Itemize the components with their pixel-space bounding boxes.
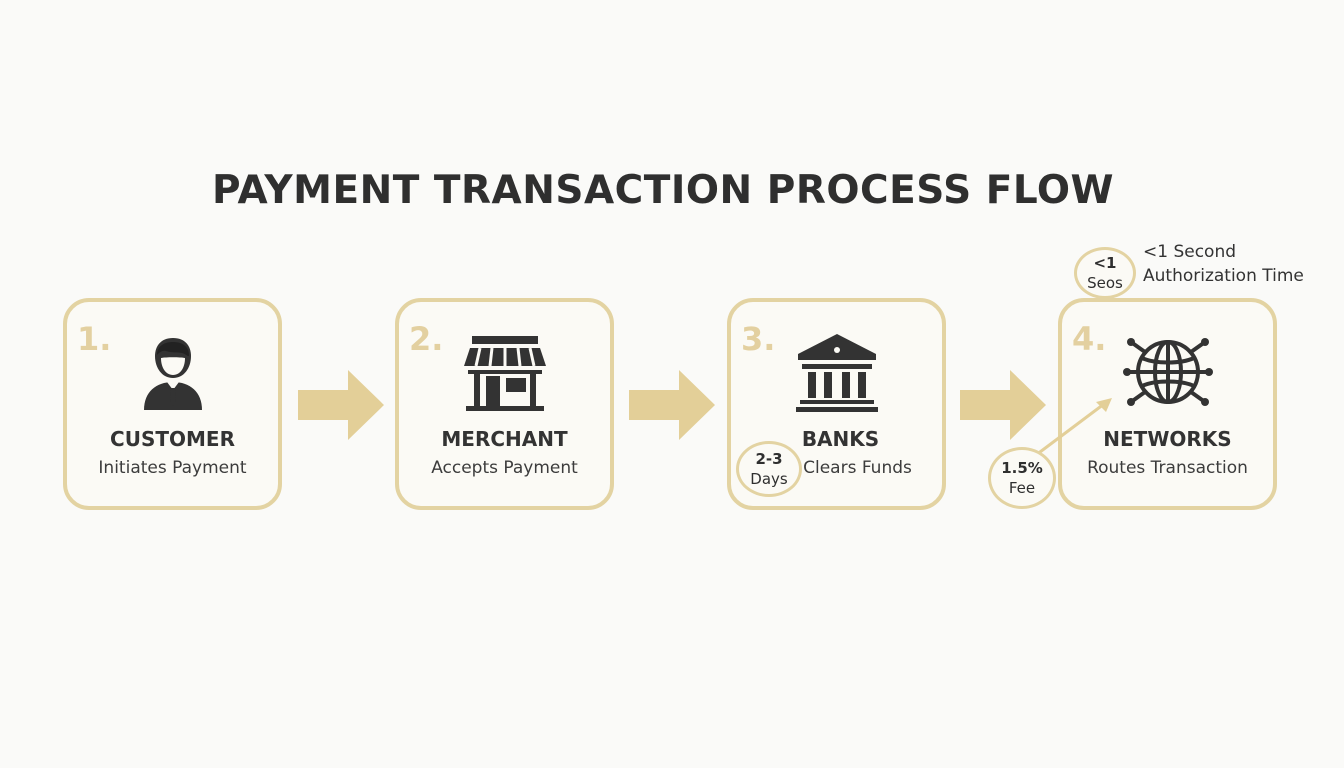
flow-arrow-icon xyxy=(958,368,1048,442)
flow-arrow-icon xyxy=(296,368,386,442)
step-label: NETWORKS xyxy=(1103,427,1232,451)
badge-value: 2-3 xyxy=(755,450,783,468)
step-description: Clears Funds xyxy=(803,458,912,478)
badge-value: 1.5% xyxy=(1001,459,1043,477)
annotation-line: <1 Second xyxy=(1143,242,1237,262)
authorization-time-annotation: <1 Second Authorization Time xyxy=(1143,240,1304,288)
step-label: BANKS xyxy=(801,427,880,451)
flow-arrow-icon xyxy=(627,368,717,442)
step-number: 4. xyxy=(1072,320,1107,358)
step-description: Initiates Payment xyxy=(98,458,247,478)
storefront-icon xyxy=(460,328,550,418)
step-merchant: 2. MERCHANT Accepts Payment xyxy=(395,298,614,510)
step-number: 3. xyxy=(741,320,776,358)
authorization-time-badge: <1 Seos xyxy=(1074,247,1136,299)
step-customer: 1. CUSTOMER Initiates Payment xyxy=(63,298,282,510)
diagram-title: PAYMENT TRANSACTION PROCESS FLOW xyxy=(211,168,1115,213)
step-label: CUSTOMER xyxy=(110,427,235,451)
person-icon xyxy=(128,328,218,418)
fee-badge: 1.5% Fee xyxy=(988,447,1056,509)
bank-icon xyxy=(792,328,882,418)
step-networks: 4. NETWORKS Routes Transac xyxy=(1058,298,1277,510)
badge-unit: Fee xyxy=(1008,479,1036,497)
step-number: 2. xyxy=(409,320,444,358)
globe-network-icon xyxy=(1122,328,1213,418)
badge-value: <1 xyxy=(1093,254,1117,272)
annotation-line: Authorization Time xyxy=(1143,266,1304,286)
badge-unit: Seos xyxy=(1087,274,1123,292)
step-number: 1. xyxy=(77,320,112,358)
step-description: Accepts Payment xyxy=(431,458,578,478)
settlement-time-badge: 2-3 Days xyxy=(736,441,802,497)
fee-pointer-arrow-icon xyxy=(1031,398,1112,460)
step-description: Routes Transaction xyxy=(1087,458,1248,478)
step-label: MERCHANT xyxy=(441,427,568,451)
badge-unit: Days xyxy=(750,470,788,488)
